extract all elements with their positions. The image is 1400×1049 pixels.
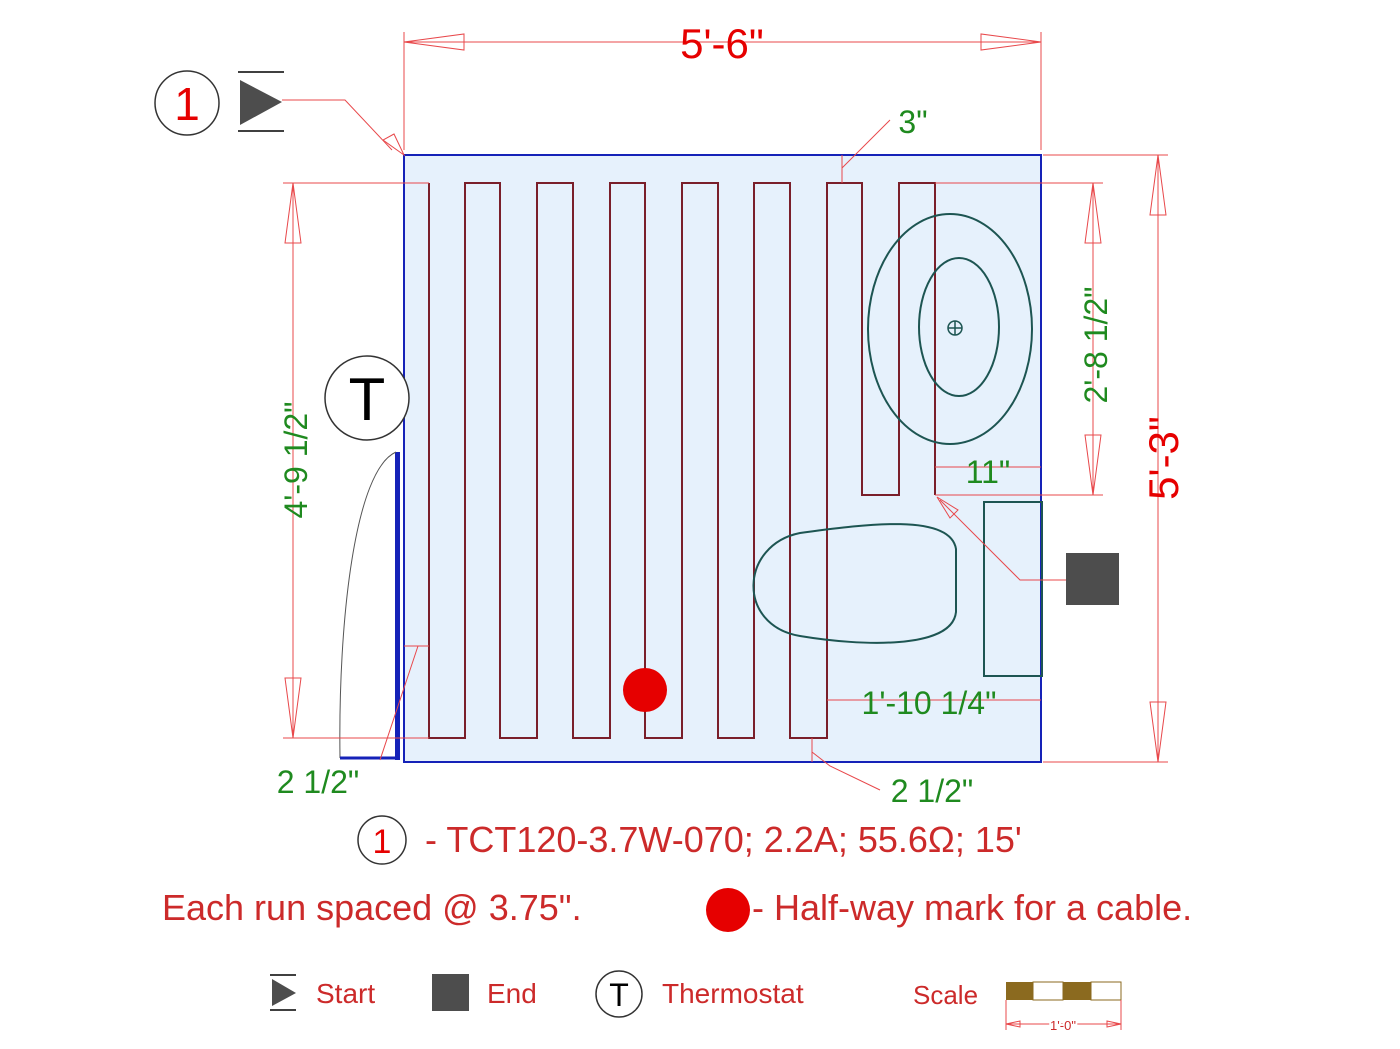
tub-zone-width-label: 11" [966, 454, 1011, 490]
toilet-clearance-label: 1'-10 1/4" [862, 685, 997, 721]
scale-value-label: 1'-0" [1050, 1018, 1076, 1033]
legend-cable-number: 1 [373, 823, 392, 861]
legend-end-icon [432, 974, 469, 1011]
halfway-note: - Half-way mark for a cable. [752, 887, 1192, 928]
legend-end-label: End [487, 978, 537, 1009]
thermostat-icon: T [324, 355, 410, 441]
cable-spec-legend: 1 - TCT120-3.7W-070; 2.2A; 55.6Ω; 15' [357, 815, 1022, 865]
bottom-offset-label: 2 1/2" [891, 773, 974, 809]
cable-spec-text: - TCT120-3.7W-070; 2.2A; 55.6Ω; 15' [425, 819, 1022, 860]
legend-start-icon [270, 974, 296, 1011]
height-dimension-label: 5'-3" [1140, 416, 1187, 500]
cable-start-marker: 1 [154, 70, 284, 136]
legend-thermostat-symbol: T [609, 977, 629, 1013]
symbol-legend: Start End T Thermostat Scale 1'-0" [270, 970, 1122, 1035]
legend-thermostat-icon: T [595, 970, 643, 1018]
legend-thermostat-label: Thermostat [662, 978, 804, 1009]
thermostat-symbol: T [349, 366, 386, 433]
tub-fixture [867, 213, 1033, 445]
width-dimension-label: 5'-6" [680, 20, 764, 67]
left-offset-label: 2 1/2" [277, 764, 360, 800]
spacing-note: Each run spaced @ 3.75". [162, 887, 582, 928]
tub-zone-height-label: 2'-8 1/2" [1078, 286, 1114, 403]
dimension-lines [282, 32, 1168, 791]
halfway-legend-dot [706, 888, 750, 932]
toilet-fixture [752, 501, 1043, 677]
cable-top-offset-label: 3" [898, 104, 927, 140]
legend-start-label: Start [316, 978, 375, 1009]
halfway-dot-icon [623, 668, 667, 712]
door-swing [339, 451, 400, 760]
legend-scale-label: Scale [913, 980, 978, 1010]
drain-icon [947, 320, 963, 336]
end-square-icon [1066, 553, 1119, 605]
heated-height-label: 4'-9 1/2" [278, 401, 314, 518]
start-triangle-icon [238, 71, 284, 132]
scale-bar [1005, 981, 1122, 1030]
heating-cable-path [428, 182, 936, 739]
cable-number-label: 1 [174, 78, 200, 130]
